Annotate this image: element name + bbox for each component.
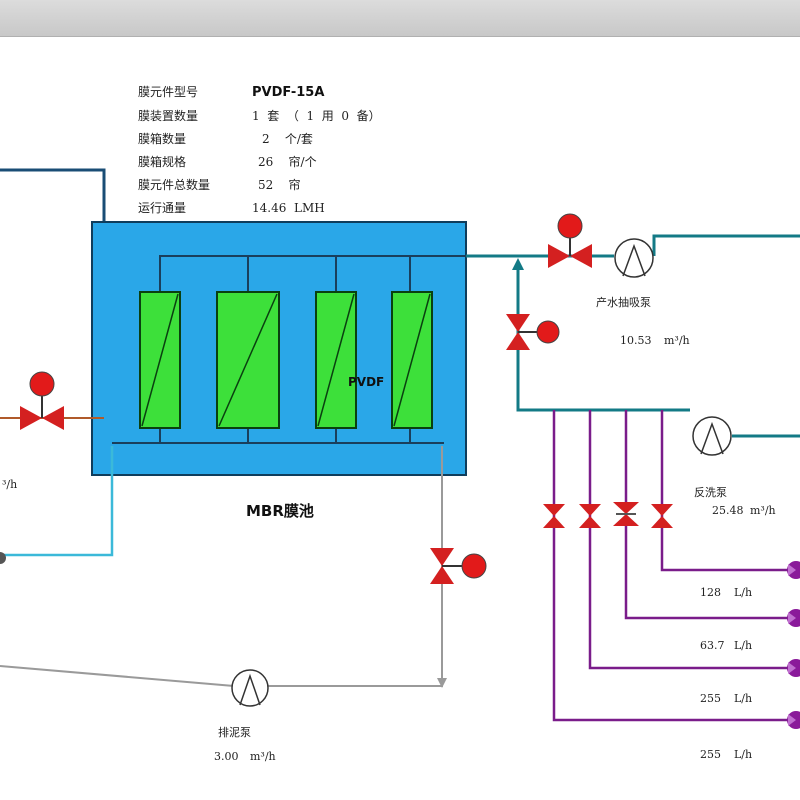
spec-value: 14.46 LMH (252, 201, 325, 215)
module-type-label: PVDF (348, 375, 384, 389)
product-valve[interactable] (548, 213, 592, 268)
dosing-flow-unit: L/h (734, 639, 752, 652)
dosing-outlet-valve[interactable] (787, 561, 800, 579)
return-line-end (0, 552, 6, 564)
spec-value: 2 个/套 (262, 132, 313, 146)
spec-label: 膜箱数量 (138, 131, 186, 146)
permeate-header (159, 255, 520, 292)
backwash-valve[interactable] (506, 314, 560, 350)
membrane-module (216, 291, 280, 429)
dosing-flow-value: 63.7 (700, 639, 725, 652)
dosing-valve[interactable] (579, 504, 601, 528)
spec-table: 膜元件型号 PVDF-15A 膜装置数量 1 套 （ 1 用 0 备） 膜箱数量… (138, 85, 381, 215)
backwash-pump-flow-value: 25.48 (712, 504, 744, 517)
dosing-outlet-valve[interactable] (787, 659, 800, 677)
product-pump[interactable] (614, 238, 654, 278)
dosing-flow-value: 128 (700, 586, 721, 599)
dosing-valve[interactable] (651, 504, 673, 528)
sludge-pump-flow-value: 3.00 (214, 750, 239, 763)
dosing-flow-labels: 128 L/h 63.7 L/h 255 L/h 255 L/h (700, 586, 752, 761)
flow-arrow (437, 678, 447, 688)
dosing-outlet-valve[interactable] (787, 711, 800, 729)
product-pump-name: 产水抽吸泵 (596, 295, 651, 309)
spec-value: 26 帘/个 (258, 154, 317, 169)
spec-value: 52 帘 (258, 177, 301, 192)
backwash-pump[interactable] (692, 416, 732, 456)
flow-arrow (512, 258, 524, 270)
dosing-flow-unit: L/h (734, 692, 752, 705)
dosing-flow-value: 255 (700, 692, 721, 705)
air-feed-valve[interactable] (20, 371, 64, 430)
dosing-valves (543, 502, 673, 528)
sludge-valve[interactable] (430, 548, 487, 584)
sludge-pump-name: 排泥泵 (218, 725, 251, 739)
spec-label: 膜箱规格 (138, 154, 186, 169)
spec-label: 运行通量 (138, 201, 186, 215)
membrane-modules (139, 291, 433, 429)
sludge-line (0, 446, 443, 687)
membrane-module (139, 291, 181, 429)
sludge-pump-flow-unit: m³/h (250, 750, 276, 763)
return-line (0, 446, 114, 557)
dosing-flow-value: 255 (700, 748, 721, 761)
backwash-pump-name: 反洗泵 (694, 486, 727, 499)
window-title-bar (0, 0, 800, 37)
air-flow-partial: ³/h (2, 478, 17, 491)
dosing-flow-unit: L/h (734, 748, 752, 761)
dosing-valve[interactable] (613, 502, 639, 526)
dosing-outlets (787, 561, 800, 729)
spec-label: 膜元件总数量 (138, 177, 210, 192)
dosing-flow-unit: L/h (734, 586, 752, 599)
membrane-module (315, 291, 357, 429)
spec-value: 1 套 （ 1 用 0 备） (252, 109, 381, 123)
spec-value: PVDF-15A (252, 85, 324, 100)
aeration-header (112, 428, 444, 444)
dosing-lines (552, 410, 800, 722)
sludge-pump[interactable] (231, 669, 269, 707)
product-pump-flow-value: 10.53 (620, 334, 652, 347)
spec-label: 膜装置数量 (138, 108, 198, 123)
tank-title: MBR膜池 (246, 502, 314, 520)
spec-label: 膜元件型号 (138, 85, 198, 99)
backwash-pump-flow-unit: m³/h (750, 504, 776, 517)
dosing-valve[interactable] (543, 504, 565, 528)
membrane-module (391, 291, 433, 429)
dosing-outlet-valve[interactable] (787, 609, 800, 627)
product-pump-flow-unit: m³/h (664, 334, 690, 347)
